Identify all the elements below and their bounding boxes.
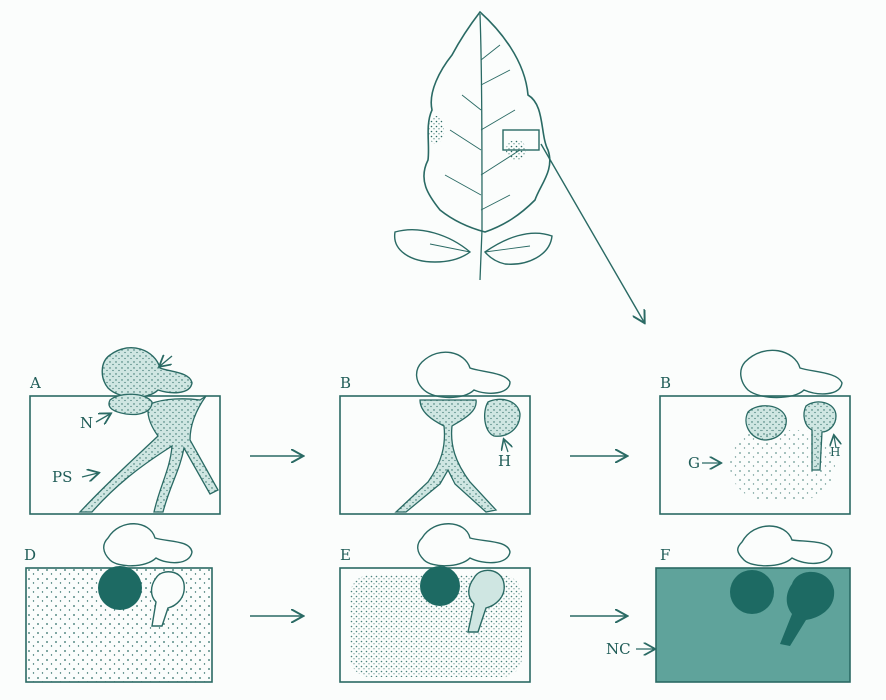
panel-a-spore xyxy=(102,348,192,398)
leaf-lesion-left xyxy=(428,116,444,144)
panel-e-spore xyxy=(418,524,510,566)
panel-b2-spore xyxy=(741,350,842,397)
panel-a-label: A xyxy=(30,376,41,391)
panel-e-label: E xyxy=(340,548,351,563)
leaf-blade xyxy=(424,12,550,232)
panel-f-label: F xyxy=(660,548,670,563)
panel-b1-label: B xyxy=(340,376,351,391)
granules-annotation: G xyxy=(688,456,700,471)
panel-f-nucleus xyxy=(730,570,774,614)
panel-b1 xyxy=(340,352,530,514)
panel-e-nucleus xyxy=(420,566,460,606)
panel-a-plasmodium xyxy=(80,396,218,512)
haustorium-annotation-b2: H xyxy=(830,446,840,458)
panel-b1-spore xyxy=(417,352,510,397)
zoom-arrow xyxy=(541,144,644,322)
nucleus-annotation: N xyxy=(80,416,93,431)
panel-d-label: D xyxy=(24,548,36,563)
panel-a xyxy=(30,348,220,514)
panel-e xyxy=(340,524,530,682)
panel-b2-granules xyxy=(730,430,835,500)
panel-d xyxy=(26,524,212,682)
necrosis-annotation: NC xyxy=(606,642,631,657)
leaflet-right xyxy=(485,233,552,264)
panel-a-nucleus-blob xyxy=(109,394,152,414)
panel-b2 xyxy=(660,350,850,514)
panel-b2-label: B xyxy=(660,376,671,391)
leaflet-left xyxy=(395,230,470,262)
panel-f-spore xyxy=(738,526,832,566)
haustorium-annotation-b1: H xyxy=(498,454,511,469)
panel-b1-plasmodium xyxy=(396,400,496,512)
pseudoplasmodium-annotation: PS xyxy=(52,470,72,485)
leaf-midrib xyxy=(480,14,482,280)
panel-b1-haustorium xyxy=(485,399,520,436)
panel-d-spore xyxy=(104,524,192,566)
leaf-illustration xyxy=(395,12,644,322)
panel-d-nucleus xyxy=(98,566,142,610)
